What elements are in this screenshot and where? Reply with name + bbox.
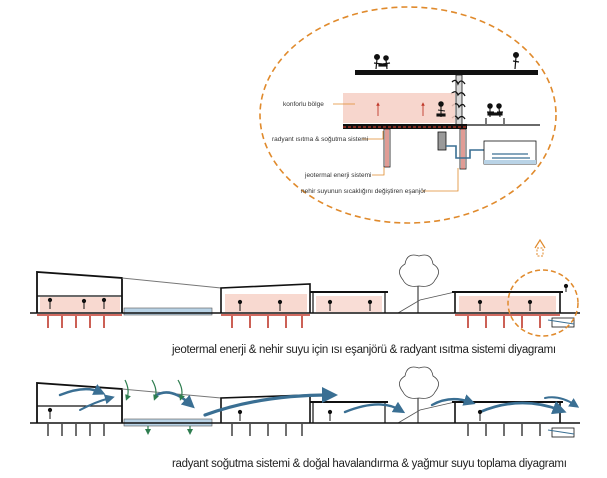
label-geothermal: jeotermal enerji sistemi (304, 172, 371, 179)
s2-tree (399, 366, 439, 423)
s2-rain-arrows (124, 379, 193, 435)
label-radiant-system: radyant ısıtma & soğutma sistemi (272, 136, 368, 143)
detail-vertical-plants (450, 79, 466, 121)
label-heat-exchanger: nehir suyunun sıcaklığını değiştiren eşa… (301, 188, 427, 195)
section-1-diagram (30, 254, 580, 337)
detail-river-coil (492, 153, 530, 159)
label-comfort-zone: konforlu bölge (283, 101, 324, 108)
section-1-caption: jeotermal enerji & nehir suyu için ısı e… (172, 344, 556, 356)
section-2-diagram (30, 366, 580, 438)
detail-heat-arrows (376, 102, 425, 116)
detail-roof-slab (355, 70, 538, 75)
s1-highlight-ellipse (507, 269, 579, 337)
detail-floor-people (436, 101, 505, 124)
detail-roof-people (373, 51, 520, 70)
s1-middle-warm-zone (225, 294, 307, 312)
s1-tree (399, 254, 439, 313)
detail-highlight-ellipse (259, 6, 557, 224)
detail-comfort-zone (343, 93, 455, 123)
s1-left-warm-zone (40, 297, 120, 312)
s1-glass-roof (121, 277, 222, 289)
s1-piles (47, 316, 541, 328)
s2-piles (47, 424, 541, 436)
s2-people (47, 407, 483, 421)
s1-middle-building (220, 283, 311, 313)
s2-hill (397, 401, 456, 424)
zoom-indicator (534, 238, 546, 257)
detail-leaders (333, 103, 459, 192)
s1-hill (397, 291, 456, 314)
s1-pool (123, 307, 213, 316)
section-2-caption: radyant soğutma sistemi & doğal havaland… (172, 458, 567, 470)
detail-view: konforlu bölge radyant ısıtma & soğutma … (259, 6, 557, 224)
detail-river-water (484, 160, 536, 164)
detail-geothermal-piles (383, 128, 467, 170)
s1-people (47, 283, 569, 311)
